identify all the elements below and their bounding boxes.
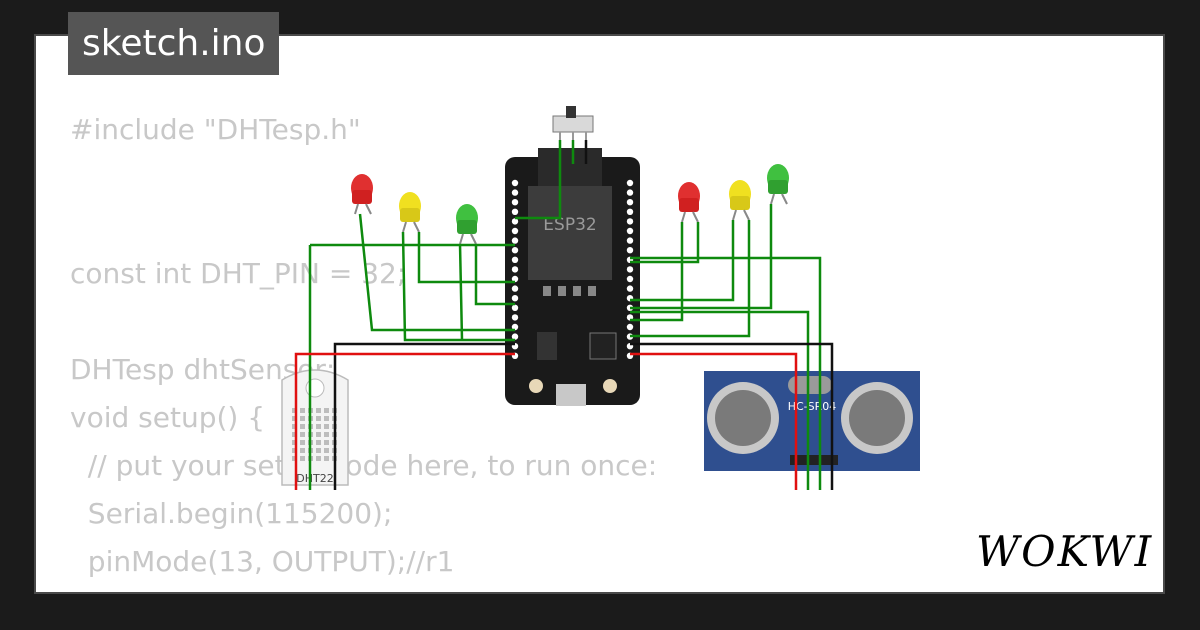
board-pin[interactable] [626, 275, 634, 283]
board-pin[interactable] [511, 333, 519, 340]
dht-vent [316, 424, 321, 429]
dht-vent [316, 408, 321, 413]
board-pin[interactable] [626, 227, 634, 235]
board-pin[interactable] [511, 218, 519, 225]
dht-vent [300, 424, 305, 429]
board-label: ESP32 [543, 215, 596, 235]
dht-vent [292, 448, 297, 453]
dht-vent [300, 432, 305, 437]
board-pin[interactable] [511, 266, 519, 273]
dht-vent [324, 432, 329, 437]
board-pin[interactable] [511, 275, 519, 283]
dht-vent [316, 432, 321, 437]
dht-vent [292, 408, 297, 413]
board-pin[interactable] [626, 179, 634, 187]
brand-name: WOKWI [976, 527, 1152, 576]
hc-sr04-sensor[interactable]: HC-SR04 [704, 371, 920, 471]
code-line: void setup() { [70, 401, 266, 434]
dht-vent [292, 456, 297, 461]
dht-vent [292, 432, 297, 437]
board-pin[interactable] [626, 266, 634, 273]
led-yellow-1[interactable] [399, 192, 421, 233]
code-line: #include "DHTesp.h" [70, 113, 361, 146]
dht-vent [316, 448, 321, 453]
dht-vent [292, 440, 297, 445]
dht-vent [316, 440, 321, 445]
sonar-label: HC-SR04 [788, 400, 837, 413]
code-line: const int DHT_PIN = 32; [70, 257, 407, 290]
board-pin[interactable] [511, 208, 519, 215]
board-pin[interactable] [511, 199, 519, 206]
dht-vent [300, 416, 305, 421]
dht-vent [300, 440, 305, 445]
board-pin[interactable] [511, 227, 519, 235]
canvas-card: #include "DHTesp.h" const int DHT_PIN = 3… [34, 34, 1165, 594]
code-line: pinMode(13, OUTPUT);//r1 [70, 545, 455, 578]
file-tab[interactable]: sketch.ino [68, 12, 280, 75]
wires [294, 140, 834, 490]
board-pin[interactable] [511, 323, 519, 331]
board-pin[interactable] [511, 256, 519, 263]
board-pin[interactable] [626, 285, 634, 292]
slide-switch[interactable] [552, 106, 594, 140]
board-pin[interactable] [626, 189, 634, 196]
board-pin[interactable] [626, 323, 634, 331]
dht22-sensor[interactable]: DHT22 [281, 369, 349, 486]
board-pin[interactable] [626, 218, 634, 225]
board-pin[interactable] [511, 304, 519, 311]
board-pin[interactable] [511, 179, 519, 187]
dht-vent [316, 416, 321, 421]
code-preview: #include "DHTesp.h" const int DHT_PIN = 3… [70, 106, 657, 592]
dht-vent [292, 416, 297, 421]
board-pin[interactable] [511, 314, 519, 321]
board-pin[interactable] [511, 295, 519, 302]
dht-vent [300, 448, 305, 453]
dht-vent [324, 448, 329, 453]
board-pin[interactable] [511, 189, 519, 196]
dht-vent [292, 424, 297, 429]
board-pin[interactable] [511, 237, 519, 244]
dht-vent [324, 456, 329, 461]
dht-label: DHT22 [296, 472, 333, 485]
board-pin[interactable] [626, 237, 634, 244]
esp32-board[interactable]: ESP32 [505, 148, 640, 406]
dht-vent [300, 408, 305, 413]
led-red-2[interactable] [678, 182, 700, 223]
board-pin[interactable] [626, 247, 634, 254]
dht-vent [324, 424, 329, 429]
led-yellow-2[interactable] [729, 180, 751, 221]
dht-vent [316, 456, 321, 461]
led-green-1[interactable] [456, 204, 478, 245]
dht-vent [324, 408, 329, 413]
board-pin[interactable] [626, 199, 634, 206]
dht-vent [324, 416, 329, 421]
board-pin[interactable] [511, 285, 519, 292]
led-red-1[interactable] [351, 174, 373, 215]
code-line: Serial.begin(115200); [70, 497, 393, 530]
led-green-2[interactable] [767, 164, 789, 205]
board-pin[interactable] [511, 247, 519, 254]
dht-vent [324, 440, 329, 445]
board-pin[interactable] [626, 208, 634, 215]
wokwi-logo: WOKWI [976, 524, 1152, 580]
dht-vent [300, 456, 305, 461]
